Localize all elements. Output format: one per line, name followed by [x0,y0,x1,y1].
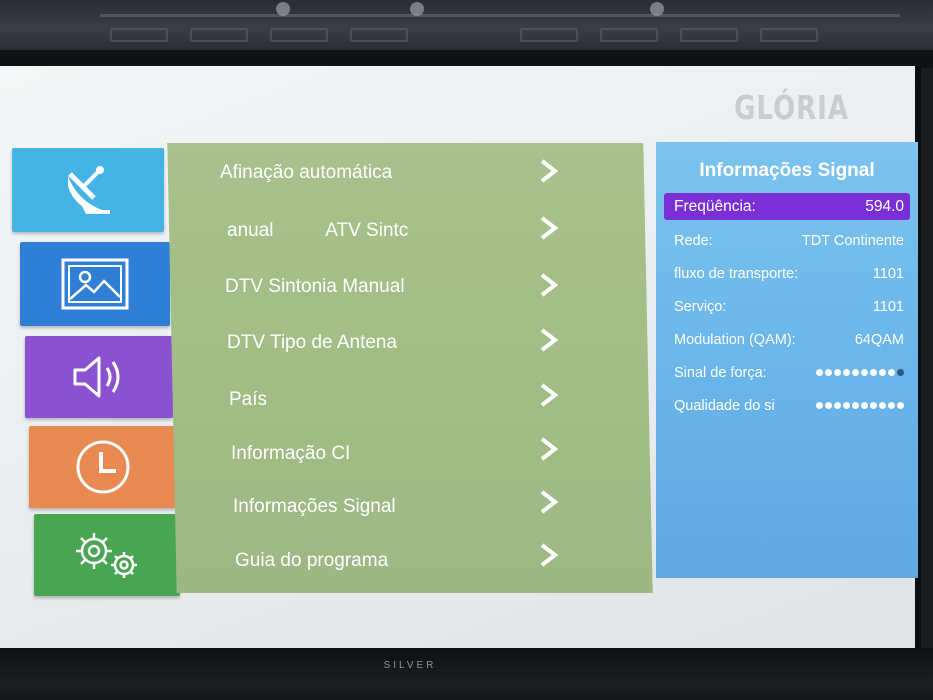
tv-bezel-top [0,50,933,68]
signal-level-dot [861,402,868,409]
info-label: Sinal de força: [674,364,767,381]
category-sound-tile[interactable] [25,336,173,418]
chevron-right-icon[interactable] [538,327,560,353]
info-label: fluxo de transporte: [674,265,799,282]
signal-level-dot [834,402,841,409]
gears-icon [76,533,137,578]
info-label: Rede: [674,232,713,249]
info-row-frequency[interactable]: Freqüência: 594.0 [664,193,910,220]
mount-screw [410,2,424,16]
tv-screen: GLÓRIA [0,66,921,666]
info-value: 594.0 [865,197,904,215]
tv-bezel-bottom [0,648,933,700]
signal-level-dot [870,369,877,376]
chevron-right-icon[interactable] [538,542,560,568]
signal-level-dot [843,369,850,376]
signal-strength-meter [816,369,904,376]
signal-level-dot [897,402,904,409]
mount-screw [650,2,664,16]
menu-item-signal-information[interactable]: Informações Signal [233,490,396,524]
signal-level-dot [834,369,841,376]
brand-logo: GLÓRIA [734,90,849,128]
menu-item-label: Informação CI [231,443,351,464]
signal-info-panel: Informações Signal Freqüência: 594.0 Red… [656,142,918,578]
signal-level-dot [879,369,886,376]
signal-level-dot [870,402,877,409]
signal-level-dot [816,402,823,409]
info-value: 1101 [872,298,904,315]
info-row-service: Serviço: 1101 [664,293,910,320]
info-row-modulation: Modulation (QAM): 64QAM [664,326,910,353]
mount-slot [350,28,408,42]
clock-icon [76,440,130,494]
signal-level-dot [825,369,832,376]
menu-item-ci-information[interactable]: Informação CI [231,437,350,471]
info-value: TDT Continente [801,232,904,249]
chevron-right-icon[interactable] [538,436,560,462]
mount-slot [270,28,328,42]
category-time-tile[interactable] [29,426,177,508]
mount-slot [190,28,248,42]
signal-level-dot [852,402,859,409]
info-value: 1101 [872,265,904,282]
menu-item-label: Guia do programa [235,550,389,571]
menu-item-label: DTV Tipo de Antena [227,332,398,353]
signal-level-dot [843,402,850,409]
info-label: Modulation (QAM): [674,331,796,348]
picture-icon [61,258,129,310]
bezel-brand-badge: SILVER [383,660,437,671]
mount-slot [520,28,578,42]
signal-level-dot [852,369,859,376]
chevron-right-icon[interactable] [538,158,560,184]
chevron-right-icon[interactable] [538,489,560,515]
info-label: Serviço: [674,298,727,315]
info-value: 64QAM [854,331,904,348]
mount-slot [680,28,738,42]
speaker-icon [73,356,120,398]
mount-screw [276,2,290,16]
menu-item-label: Afinação automática [220,162,393,183]
mount-slot [600,28,658,42]
signal-level-dot [888,402,895,409]
chevron-right-icon[interactable] [538,215,560,241]
menu-item-dtv-antenna-type[interactable]: DTV Tipo de Antena [227,326,397,360]
menu-item-label: DTV Sintonia Manual [225,276,405,297]
signal-info-title: Informações Signal [699,160,875,181]
signal-level-dot [897,369,904,376]
menu-item-label: País [229,389,268,410]
menu-item-auto-tuning[interactable]: Afinação automática [220,156,392,190]
chevron-right-icon[interactable] [538,382,560,408]
mount-rail [100,14,900,17]
signal-level-dot [861,369,868,376]
category-picture-tile[interactable] [20,242,170,326]
info-row-signal-strength: Sinal de força: [664,359,910,386]
category-setup-tile[interactable] [34,514,180,596]
signal-level-dot [888,369,895,376]
info-label: Qualidade do si [674,397,775,414]
signal-level-dot [879,402,886,409]
chevron-right-icon[interactable] [538,272,560,298]
menu-item-country[interactable]: País [229,383,267,417]
menu-item-label: Informações Signal [233,496,396,517]
mount-slot [760,28,818,42]
signal-quality-meter [816,402,904,409]
menu-item-program-guide[interactable]: Guia do programa [235,544,388,578]
signal-level-dot [825,402,832,409]
tuning-menu-panel [167,143,653,593]
menu-item-dtv-manual-tuning[interactable]: DTV Sintonia Manual [225,270,405,304]
info-row-transport-stream: fluxo de transporte: 1101 [664,260,910,287]
menu-item-atv-manual-tuning[interactable]: anual ATV Sintc [227,214,408,248]
info-label: Freqüência: [674,197,756,215]
category-channel-tile[interactable] [12,148,164,232]
satellite-dish-icon [68,166,110,214]
info-row-network: Rede: TDT Continente [664,227,910,254]
info-row-signal-quality: Qualidade do si [664,392,910,419]
menu-item-label: anual ATV Sintc [227,220,409,241]
mount-slot [110,28,168,42]
signal-level-dot [816,369,823,376]
